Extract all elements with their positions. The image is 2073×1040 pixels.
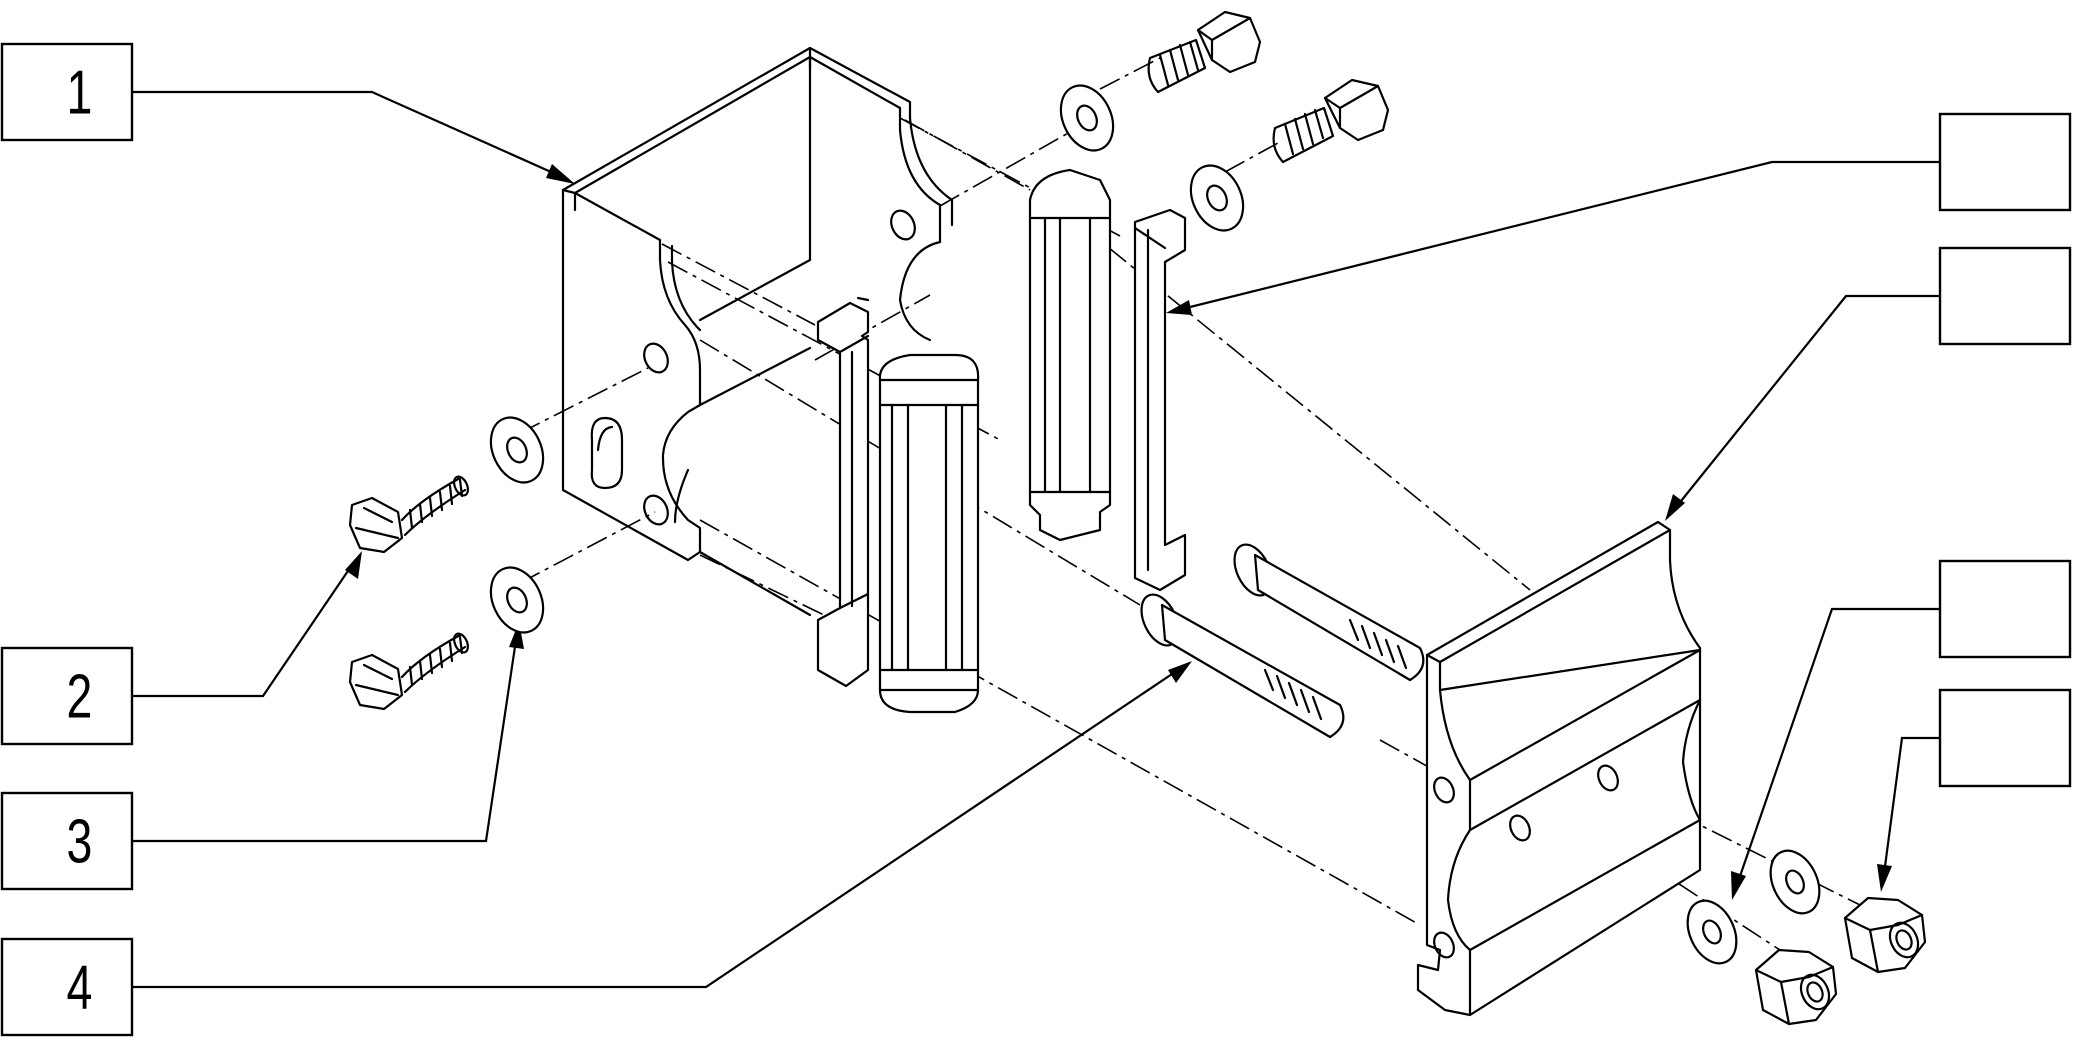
arrowhead-7 bbox=[1731, 871, 1746, 900]
washer-right-upper bbox=[1769, 849, 1821, 915]
spacer-center bbox=[878, 353, 980, 714]
long-bolt-upper bbox=[1233, 543, 1425, 682]
arrowhead-6 bbox=[1665, 494, 1685, 521]
hex-bolt-top-right bbox=[1272, 78, 1390, 164]
callout-7: 7 bbox=[1938, 559, 2072, 659]
callout-8: 8 bbox=[1938, 688, 2072, 788]
callout-1-label: 1 bbox=[67, 57, 93, 127]
arrowhead-8 bbox=[1877, 864, 1892, 892]
arrowhead-2 bbox=[345, 551, 362, 579]
callout-4-label: 4 bbox=[67, 952, 93, 1022]
washer-left-upper bbox=[489, 416, 545, 484]
leader-lines bbox=[132, 90, 1940, 989]
spacer-upper bbox=[1028, 168, 1112, 542]
leader-2 bbox=[132, 564, 353, 698]
callout-3-label: 3 bbox=[67, 806, 93, 876]
washer-top-right bbox=[1189, 164, 1245, 232]
leader-6 bbox=[1676, 294, 1940, 507]
leader-1 bbox=[132, 90, 561, 178]
callout-4: 4 bbox=[0, 937, 134, 1037]
long-bolt-lower bbox=[1140, 593, 1345, 739]
callout-6: 6 bbox=[1938, 246, 2072, 346]
hex-bolt-top-left bbox=[1147, 10, 1262, 94]
callout-2-label: 2 bbox=[67, 661, 93, 731]
arrowhead-4 bbox=[1168, 661, 1192, 683]
washer-top-left bbox=[1059, 84, 1115, 152]
arrowhead-5 bbox=[1166, 300, 1192, 315]
leader-3 bbox=[132, 639, 518, 843]
spacer-clip-left bbox=[816, 296, 870, 688]
leader-7 bbox=[1736, 607, 1940, 883]
leader-4 bbox=[132, 671, 1176, 989]
hex-nut-upper bbox=[1843, 896, 1927, 974]
hex-bolt-left-lower bbox=[348, 632, 469, 711]
washer-right-lower bbox=[1686, 899, 1738, 965]
leader-5 bbox=[1185, 160, 1940, 310]
bracket-part-1 bbox=[561, 46, 954, 617]
arrowhead-1 bbox=[546, 164, 575, 184]
plate-part-6 bbox=[1416, 520, 1702, 1017]
callout-3: 3 bbox=[0, 791, 134, 891]
leader-8 bbox=[1882, 736, 1940, 875]
callout-1: 1 bbox=[0, 42, 134, 142]
hex-bolt-left-upper bbox=[348, 475, 469, 554]
spacer-clip-right bbox=[1133, 208, 1187, 592]
washer-left-lower bbox=[489, 566, 545, 634]
callout-5: 5 bbox=[1938, 112, 2072, 212]
callout-2: 2 bbox=[0, 646, 134, 746]
hex-nut-lower bbox=[1754, 948, 1838, 1026]
